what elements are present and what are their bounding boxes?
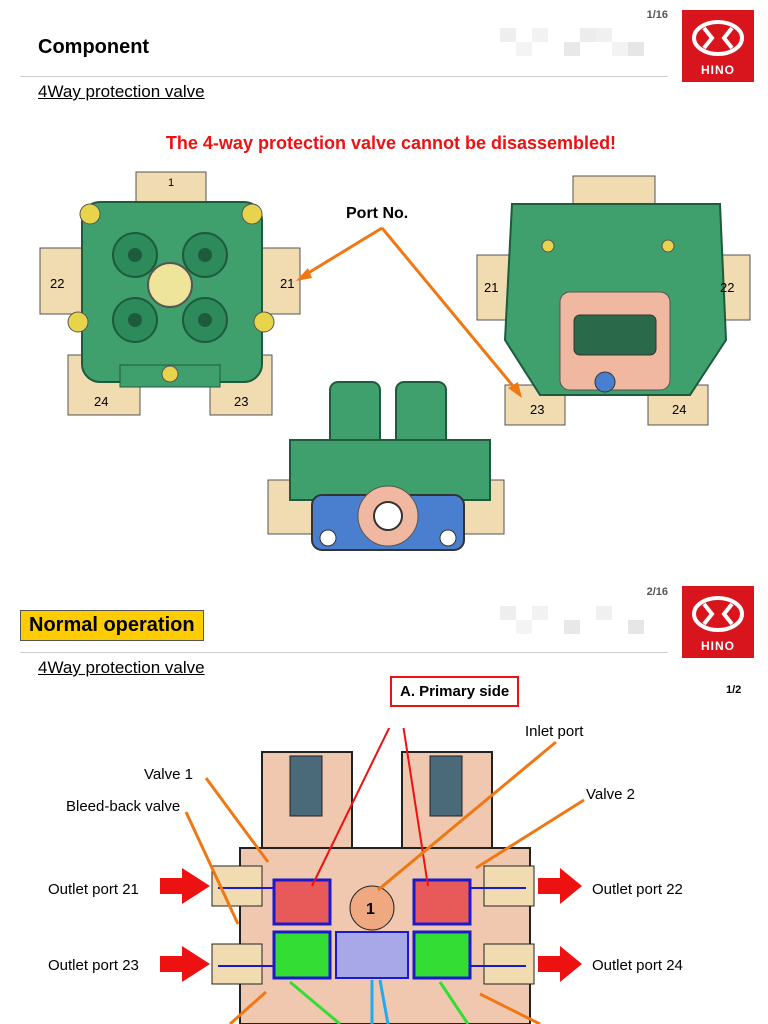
disassembly-warning: The 4-way protection valve cannot be dis… — [165, 133, 617, 153]
divider — [20, 652, 668, 653]
valve-1-label: Valve 1 — [144, 766, 193, 783]
valve-component-illustration: 1 22 21 24 23 21 22 23 24 — [39, 171, 751, 551]
hino-logo: HINO — [682, 10, 754, 82]
logo-text: HINO — [701, 639, 735, 653]
outlet-22-label: Outlet port 22 — [592, 881, 683, 898]
inlet-port-label: Inlet port — [525, 723, 584, 740]
valve-cross-section-diagram: 1 — [160, 728, 585, 1024]
port-1-label: 1 — [168, 177, 174, 189]
section-badge: Normal operation — [20, 610, 204, 641]
bleed-back-valve-label: Bleed-back valve — [66, 798, 181, 815]
hino-emblem-icon — [692, 20, 744, 56]
valve-2-label: Valve 2 — [586, 786, 635, 803]
green-arrows — [289, 980, 470, 1024]
inlet-chamber-label: 1 — [366, 901, 375, 918]
slide-component: 1/16 HINO Component 4Way protection valv… — [20, 9, 754, 551]
valve-top-view: 1 22 21 24 23 — [39, 171, 301, 416]
valve-side-view — [267, 381, 505, 551]
checker-decoration — [500, 606, 644, 634]
hino-emblem-icon — [692, 596, 744, 632]
flow-lines — [218, 887, 526, 967]
valve-bottom-view: 21 22 23 24 — [476, 175, 751, 426]
hino-logo: HINO — [682, 586, 754, 658]
page-title: Component — [38, 36, 150, 58]
port-arrows — [296, 226, 522, 398]
cyan-arrows — [370, 979, 390, 1024]
primary-side-arrows — [311, 728, 429, 887]
logo-text: HINO — [701, 63, 735, 77]
checker-decoration — [500, 28, 644, 56]
divider — [20, 76, 668, 77]
port-21-label: 21 — [280, 276, 294, 291]
outlet-22-arrow-icon — [538, 868, 582, 904]
outlet-24-arrow-icon — [538, 946, 582, 982]
port-21-label-right: 21 — [484, 280, 498, 295]
page-subtitle: 4Way protection valve — [38, 82, 205, 101]
port-24-label: 24 — [94, 394, 108, 409]
outlet-21-label: Outlet port 21 — [48, 881, 139, 898]
slide-normal-operation: 2/16 HINO Normal operation 4Way protecti… — [0, 578, 768, 1024]
port-22-label: 22 — [50, 276, 64, 291]
outlet-24-label: Outlet port 24 — [592, 957, 683, 974]
port-23-label: 23 — [234, 394, 248, 409]
outlet-23-arrow-icon — [160, 946, 210, 982]
primary-side-label: A. Primary side — [390, 676, 520, 707]
page-number: 1/16 — [646, 9, 668, 21]
label-arrows — [184, 740, 585, 1024]
outlet-23-label: Outlet port 23 — [48, 957, 139, 974]
port-24-label-right: 24 — [672, 402, 686, 417]
port-22-label-right: 22 — [720, 280, 734, 295]
outlet-21-arrow-icon — [160, 868, 210, 904]
sub-page-number: 1/2 — [726, 684, 742, 696]
page-number: 2/16 — [646, 586, 668, 598]
port-number-label: Port No. — [346, 205, 408, 222]
page-subtitle: 4Way protection valve — [38, 658, 205, 677]
port-23-label-right: 23 — [530, 402, 544, 417]
